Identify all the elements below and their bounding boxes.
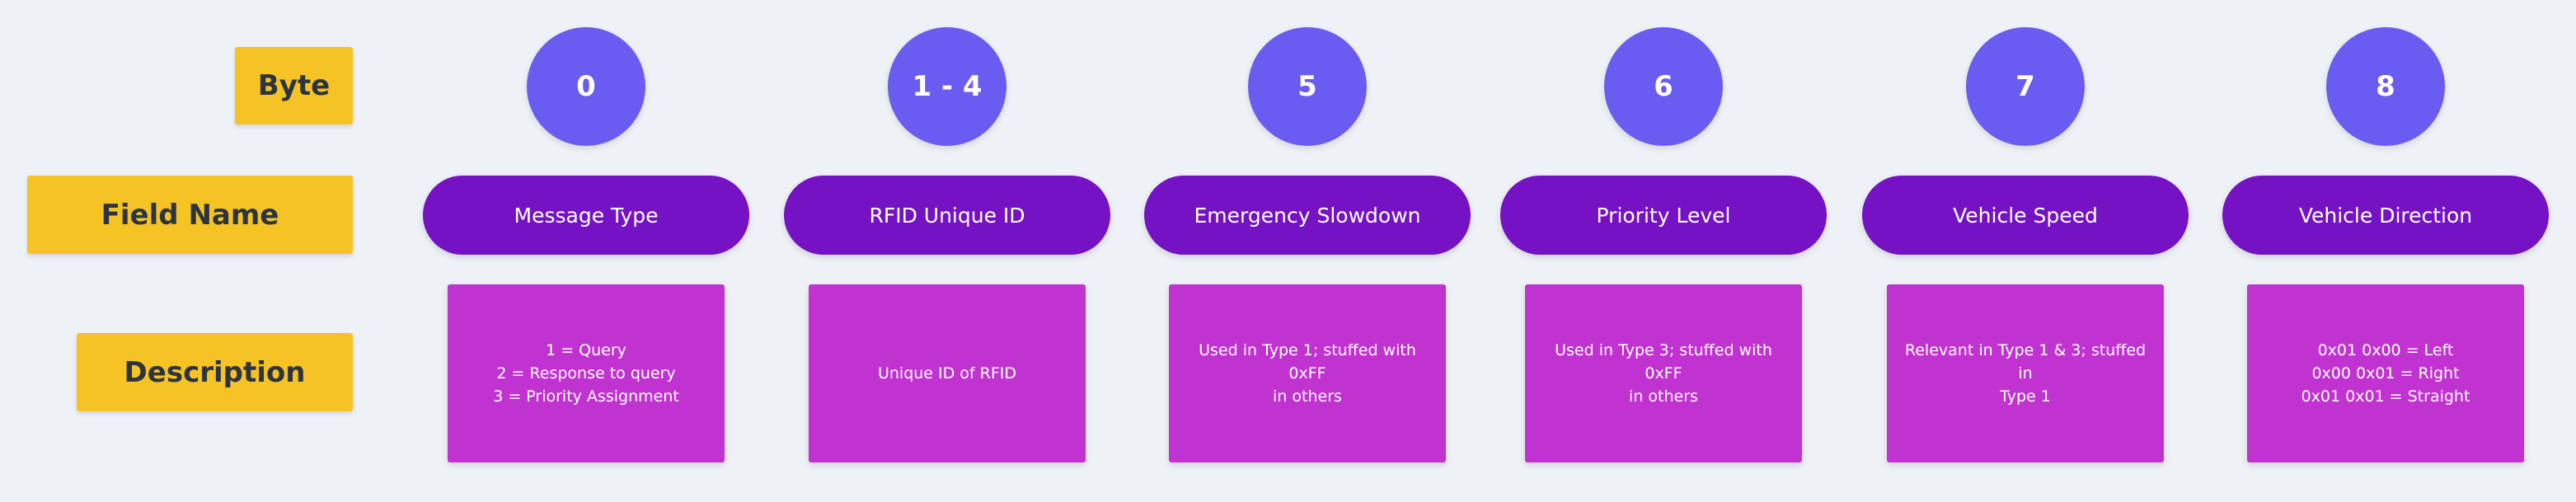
byte-index-text: 1 - 4 — [912, 70, 983, 103]
byte-index-circle: 6 — [1604, 27, 1723, 146]
field-description-text: Relevant in Type 1 & 3; stuffed in Type … — [1904, 341, 2147, 406]
field-description-text: Unique ID of RFID — [877, 364, 1017, 382]
field-name-pill: Vehicle Speed — [1862, 176, 2189, 255]
field-name-pill: Message Type — [423, 176, 749, 255]
field-description-text: 0x01 0x00 = Left 0x00 0x01 = Right 0x01 … — [2301, 341, 2470, 406]
byte-index-text: 5 — [1297, 70, 1317, 103]
field-name-pill: Priority Level — [1500, 176, 1827, 255]
byte-index-circle: 5 — [1248, 27, 1367, 146]
field-name-pill: RFID Unique ID — [784, 176, 1110, 255]
field-name-row-label: Field Name — [27, 176, 353, 254]
byte-index-circle: 1 - 4 — [888, 27, 1006, 146]
field-column-rfid-unique-id: 1 - 4 RFID Unique ID Unique ID of RFID — [784, 0, 1110, 502]
field-name-text: RFID Unique ID — [869, 203, 1025, 228]
field-name-text: Message Type — [514, 203, 659, 228]
field-description-text: Used in Type 3; stuffed with 0xFF in oth… — [1555, 341, 1772, 406]
byte-index-text: 6 — [1654, 70, 1673, 103]
field-name-text: Emergency Slowdown — [1194, 203, 1421, 228]
field-name-pill: Emergency Slowdown — [1144, 176, 1471, 255]
field-description-box: Used in Type 1; stuffed with 0xFF in oth… — [1169, 284, 1446, 462]
field-name-text: Vehicle Speed — [1953, 203, 2098, 228]
field-description-box: Unique ID of RFID — [809, 284, 1086, 462]
field-description-box: 0x01 0x00 = Left 0x00 0x01 = Right 0x01 … — [2247, 284, 2524, 462]
field-name-row-label-text: Field Name — [101, 198, 279, 232]
byte-index-circle: 0 — [527, 27, 645, 146]
field-description-text: 1 = Query 2 = Response to query 3 = Prio… — [493, 341, 679, 406]
field-column-vehicle-direction: 8 Vehicle Direction 0x01 0x00 = Left 0x0… — [2222, 0, 2549, 502]
field-description-text: Used in Type 1; stuffed with 0xFF in oth… — [1199, 341, 1416, 406]
byte-index-circle: 7 — [1966, 27, 2085, 146]
byte-index-text: 0 — [576, 70, 596, 103]
byte-index-text: 7 — [2015, 70, 2035, 103]
byte-row-label-text: Byte — [257, 69, 331, 102]
field-column-message-type: 0 Message Type 1 = Query 2 = Response to… — [423, 0, 749, 502]
field-column-priority-level: 6 Priority Level Used in Type 3; stuffed… — [1500, 0, 1827, 502]
field-column-vehicle-speed: 7 Vehicle Speed Relevant in Type 1 & 3; … — [1862, 0, 2189, 502]
field-name-text: Vehicle Direction — [2298, 203, 2473, 228]
field-name-text: Priority Level — [1596, 203, 1731, 228]
field-description-box: Relevant in Type 1 & 3; stuffed in Type … — [1887, 284, 2164, 462]
field-name-pill: Vehicle Direction — [2222, 176, 2549, 255]
field-description-box: Used in Type 3; stuffed with 0xFF in oth… — [1525, 284, 1802, 462]
field-description-box: 1 = Query 2 = Response to query 3 = Prio… — [448, 284, 725, 462]
field-column-emergency-slowdown: 5 Emergency Slowdown Used in Type 1; stu… — [1144, 0, 1471, 502]
byte-index-text: 8 — [2376, 70, 2395, 103]
description-row-label-text: Description — [124, 355, 306, 389]
description-row-label: Description — [77, 333, 353, 411]
byte-row-label: Byte — [235, 47, 353, 124]
byte-index-circle: 8 — [2326, 27, 2445, 146]
